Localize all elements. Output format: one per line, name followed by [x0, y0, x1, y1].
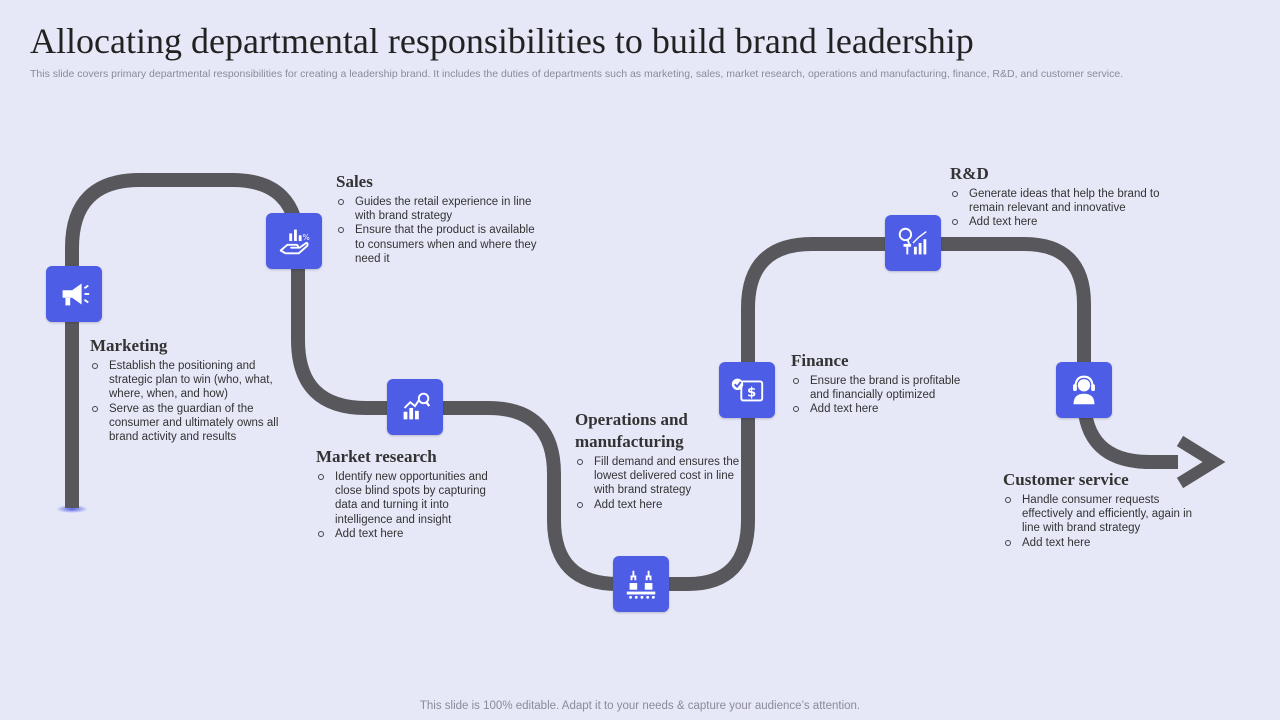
rd-analysis-icon: [898, 227, 927, 255]
list-item: Guides the retail experience in line wit…: [336, 195, 542, 223]
footer-note: This slide is 100% editable. Adapt it to…: [419, 700, 861, 712]
rd-node: [885, 215, 941, 271]
dept-operations: Operations and manufacturing Fill demand…: [575, 409, 741, 512]
operations-node: [613, 556, 669, 612]
list-item: Serve as the guardian of the consumer an…: [90, 402, 290, 445]
dept-title: R&D: [950, 164, 989, 183]
dept-title: Sales: [336, 172, 373, 191]
dept-points: Handle consumer requests effectively and…: [1003, 493, 1207, 550]
market-research-node: [387, 379, 443, 435]
list-item: Add text here: [316, 527, 492, 541]
dept-rd: R&D Generate ideas that help the brand t…: [950, 163, 1176, 230]
list-item: Add text here: [575, 498, 741, 512]
list-item: Identify new opportunities and close bli…: [316, 470, 492, 527]
dept-title: Operations and manufacturing: [575, 410, 688, 451]
dept-sales: Sales Guides the retail experience in li…: [336, 171, 542, 266]
dept-points: Identify new opportunities and close bli…: [316, 470, 492, 541]
road-arrow-head: [1176, 435, 1226, 489]
list-item: Establish the positioning and strategic …: [90, 359, 290, 402]
research-chart-icon: [403, 392, 431, 420]
road-line: [65, 173, 1178, 591]
dept-points: Establish the positioning and strategic …: [90, 359, 290, 444]
list-item: Add text here: [1003, 536, 1207, 550]
money-icon: $: [731, 378, 764, 402]
dept-customer-service: Customer service Handle consumer request…: [1003, 469, 1207, 550]
marketing-node: [46, 266, 102, 322]
headset-agent-icon: [1073, 375, 1095, 405]
dept-title: Market research: [316, 447, 437, 466]
road-start-glow: [56, 505, 88, 513]
dept-points: Guides the retail experience in line wit…: [336, 195, 542, 266]
finance-node: $: [719, 362, 775, 418]
list-item: Add text here: [791, 402, 977, 416]
svg-text:%: %: [303, 233, 310, 242]
svg-text:$: $: [747, 386, 756, 401]
customer-service-node: [1056, 362, 1112, 418]
hand-chart-icon: %: [279, 229, 310, 255]
page-subtitle: This slide covers primary departmental r…: [30, 68, 1124, 80]
dept-finance: Finance Ensure the brand is profitable a…: [791, 350, 977, 417]
dept-title: Marketing: [90, 336, 168, 355]
dept-points: Generate ideas that help the brand to re…: [950, 187, 1176, 230]
list-item: Generate ideas that help the brand to re…: [950, 187, 1176, 215]
dept-title: Finance: [791, 351, 849, 370]
dept-market-research: Market research Identify new opportuniti…: [316, 446, 492, 541]
megaphone-icon: [62, 283, 90, 306]
list-item: Ensure the brand is profitable and finan…: [791, 374, 977, 402]
dept-title: Customer service: [1003, 470, 1129, 489]
page-title: Allocating departmental responsibilities…: [30, 21, 974, 61]
conveyor-icon: [626, 570, 656, 599]
dept-points: Ensure the brand is profitable and finan…: [791, 374, 977, 417]
list-item: Ensure that the product is available to …: [336, 223, 542, 266]
list-item: Fill demand and ensures the lowest deliv…: [575, 455, 741, 498]
list-item: Add text here: [950, 215, 1176, 229]
dept-points: Fill demand and ensures the lowest deliv…: [575, 455, 741, 512]
list-item: Handle consumer requests effectively and…: [1003, 493, 1207, 536]
sales-node: %: [266, 213, 322, 269]
dept-marketing: Marketing Establish the positioning and …: [90, 335, 290, 444]
